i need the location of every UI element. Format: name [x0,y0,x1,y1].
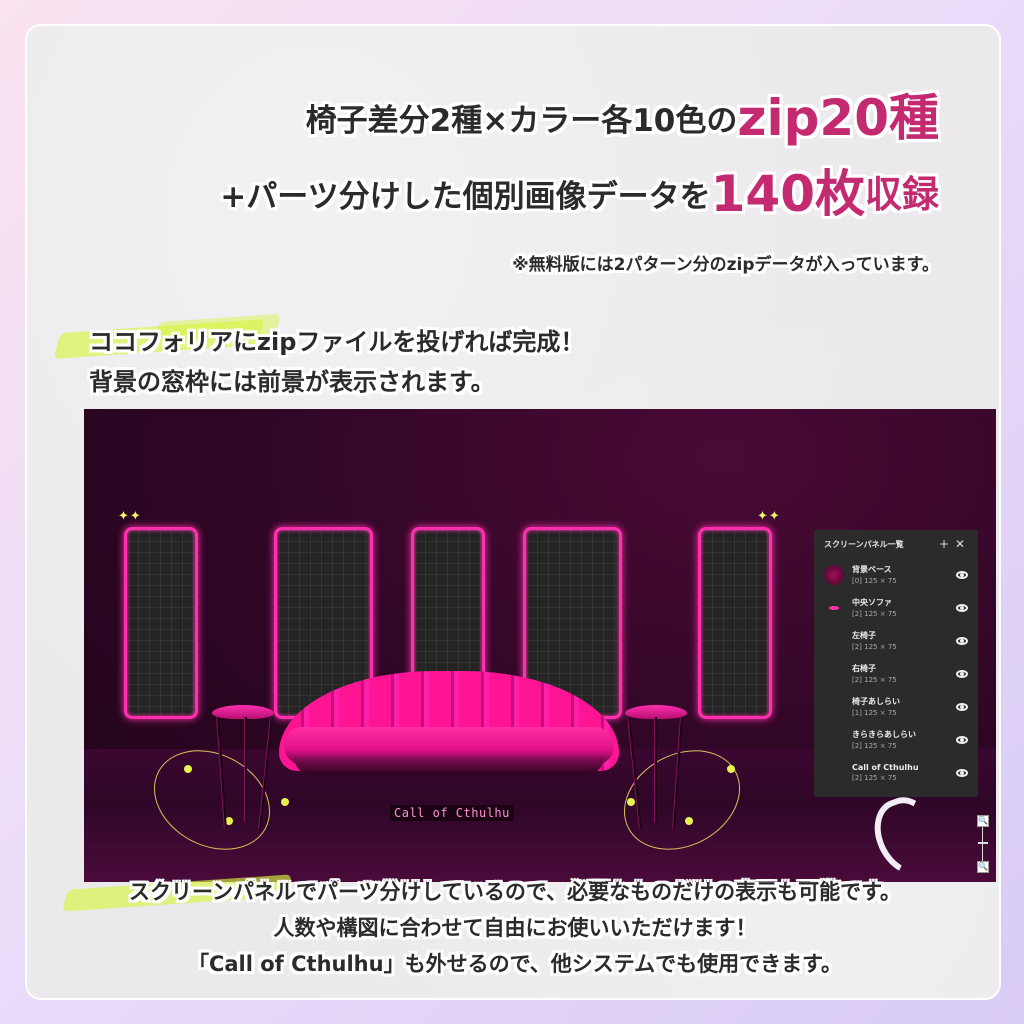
right-stool-seat [625,705,687,719]
eye-icon[interactable] [956,570,968,579]
free-version-note: ※無料版には2パターン分のzipデータが入っています。 [512,255,939,275]
zoom-controls: 🔍 🔍 [977,815,989,873]
zip-count-emphasis: zip20種 [737,89,939,147]
window-frame [124,527,198,719]
handle-dot[interactable] [225,817,233,825]
panel-item-chair-decoration[interactable]: 椅子あしらい[1] 125 × 75 [814,690,978,723]
thumbnail [824,664,844,684]
headline-line-2: +パーツ分けした個別画像データを140枚収録 [220,165,939,223]
call-of-cthulhu-label: Call of Cthulhu [390,805,514,821]
panel-item-center-sofa[interactable]: 中央ソファ[2] 125 × 75 [814,591,978,624]
footer-line-3: 「Call of Cthulhu」も外せるので、他システムでも使用できます。 [187,952,843,976]
handle-dot[interactable] [727,765,735,773]
subheading-line-2: 背景の窓枠には前景が表示されます。 [89,368,495,396]
zoom-slider-handle[interactable] [978,842,988,844]
screen-panel-list: スクリーンパネル一覧 + ✕ 背景ベース[0] 125 × 75 中央ソファ[2… [814,530,978,797]
panel-item-sparkle-decoration[interactable]: きらきらあしらい[2] 125 × 75 [814,723,978,756]
sofa-base [294,757,604,775]
thumbnail [824,730,844,750]
handle-dot[interactable] [627,798,635,806]
promo-card: 椅子差分2種×カラー各10色のzip20種 +パーツ分けした個別画像データを14… [25,24,1001,1000]
thumbnail [824,697,844,717]
eye-icon[interactable] [956,702,968,711]
thumbnail [824,597,844,618]
thumbnail [824,763,844,783]
eye-icon[interactable] [956,636,968,645]
panel-item-left-chair[interactable]: 左椅子[2] 125 × 75 [814,624,978,657]
left-stool-seat [212,705,274,719]
window-frame [698,527,772,719]
eye-icon[interactable] [956,735,968,744]
panel-item-background-base[interactable]: 背景ベース[0] 125 × 75 [814,558,978,591]
image-count-emphasis: 140枚 [710,165,865,223]
eye-icon[interactable] [956,669,968,678]
panel-title: スクリーンパネル一覧 [824,539,904,549]
panel-item-call-of-cthulhu[interactable]: Call of Cthulhu[2] 125 × 75 [814,756,978,789]
zoom-in-icon[interactable]: 🔍 [977,815,989,827]
handle-dot[interactable] [184,765,192,773]
stool-leg [654,717,657,822]
panel-header: スクリーンパネル一覧 + ✕ [814,530,978,558]
handle-dot[interactable] [685,817,693,825]
thumbnail [824,631,844,651]
panel-item-right-chair[interactable]: 右椅子[2] 125 × 75 [814,657,978,690]
eye-icon[interactable] [956,768,968,777]
sparkle-icon: ✦✦ [118,509,142,524]
add-icon[interactable]: + [938,537,950,551]
sparkle-icon: ✦✦ [757,509,781,524]
footer-line-2: 人数や構図に合わせて自由にお使いいただけます！ [273,916,757,940]
stool-leg [244,717,247,822]
eye-icon[interactable] [956,603,968,612]
subheading-line-1: ココフォリアにzipファイルを投げれば完成！ [89,328,585,356]
thumbnail [824,564,844,585]
zoom-slider-track[interactable] [982,827,983,861]
zoom-out-icon[interactable]: 🔍 [977,861,989,873]
cocofolia-screen-preview: ✦✦ ✦✦ Call of Cthulhu スクリーンパネル一覧 + ✕ [84,409,996,882]
close-icon[interactable]: ✕ [954,537,966,551]
headline-line-1: 椅子差分2種×カラー各10色のzip20種 [305,89,939,147]
handle-dot[interactable] [281,798,289,806]
footer-line-1: スクリーンパネルでパーツ分けしているので、必要なものだけの表示も可能です。 [129,880,901,904]
